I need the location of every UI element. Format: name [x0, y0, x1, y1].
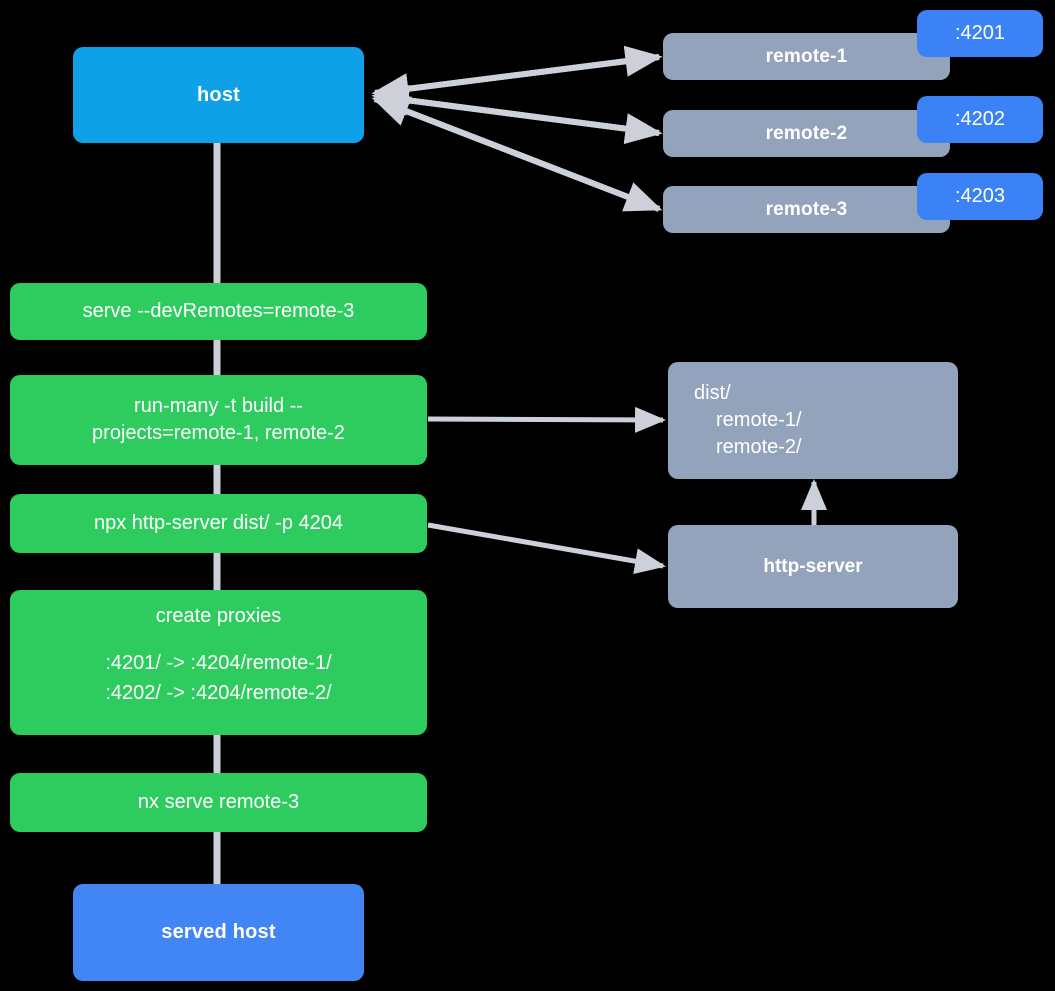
badge-remote-3-port[interactable]: :4203 [917, 173, 1043, 220]
node-command-serve-devremotes[interactable]: serve --devRemotes=remote-3 [10, 283, 427, 340]
node-command-run-many-label-line-1: run-many -t build -- [134, 395, 303, 417]
badge-remote-1-port[interactable]: :4201 [917, 10, 1043, 57]
dist-child-remote-2-label: remote-2/ [716, 436, 802, 458]
badge-remote-1-port-label: :4201 [954, 22, 1006, 44]
node-command-nx-serve-remote-3[interactable]: nx serve remote-3 [10, 773, 427, 832]
dist-child-remote-1-label: remote-1/ [716, 409, 802, 431]
dist-root-label: dist/ [694, 382, 731, 404]
node-remote-3[interactable]: remote-3 [663, 186, 950, 233]
node-http-server[interactable]: http-server [668, 525, 958, 608]
edge-remote3-to-host [371, 96, 661, 212]
node-host[interactable]: host [73, 47, 364, 143]
node-command-npx-http-server-label: npx http-server dist/ -p 4204 [93, 512, 343, 534]
proxy-rules-list: :4201/ -> :4204/remote-1/ :4202/ -> :420… [105, 648, 331, 708]
node-dist-output[interactable]: dist/ remote-1/ remote-2/ [668, 362, 958, 479]
node-host-label: host [196, 83, 241, 106]
node-command-nx-serve-remote-3-label: nx serve remote-3 [137, 791, 300, 813]
proxy-rule-2: :4202/ -> :4204/remote-2/ [105, 682, 332, 704]
edge-host-to-remote3 [373, 96, 663, 212]
node-remote-1-label: remote-1 [765, 45, 848, 67]
edge-remote1-to-host [371, 54, 660, 105]
edge-host-to-remote2 [374, 93, 663, 145]
badge-remote-2-port[interactable]: :4202 [917, 96, 1043, 143]
badge-remote-3-port-label: :4203 [954, 185, 1006, 207]
node-remote-3-label: remote-3 [765, 198, 848, 220]
node-command-run-many-label-line-2: projects=remote-1, remote-2 [92, 422, 345, 444]
edge-npx-to-httpserver [427, 522, 666, 574]
node-served-host-label: served host [161, 921, 276, 943]
node-served-host[interactable]: served host [73, 884, 364, 981]
node-remote-2-label: remote-2 [765, 122, 848, 144]
node-http-server-label: http-server [763, 555, 863, 577]
edge-runmany-to-dist [427, 406, 666, 433]
node-remote-2[interactable]: remote-2 [663, 110, 950, 157]
node-command-create-proxies[interactable]: create proxies :4201/ -> :4204/remote-1/… [10, 590, 427, 735]
edge-remote2-to-host [371, 84, 660, 136]
node-command-run-many[interactable]: run-many -t build -- projects=remote-1, … [10, 375, 427, 465]
node-command-create-proxies-title: create proxies [155, 605, 282, 627]
proxy-rule-1: :4201/ -> :4204/remote-1/ [105, 652, 332, 674]
node-remote-1[interactable]: remote-1 [663, 33, 950, 80]
badge-remote-2-port-label: :4202 [954, 108, 1006, 130]
node-command-npx-http-server[interactable]: npx http-server dist/ -p 4204 [10, 494, 427, 553]
edge-host-to-remote1 [374, 45, 663, 96]
node-command-serve-devremotes-label: serve --devRemotes=remote-3 [82, 300, 355, 322]
